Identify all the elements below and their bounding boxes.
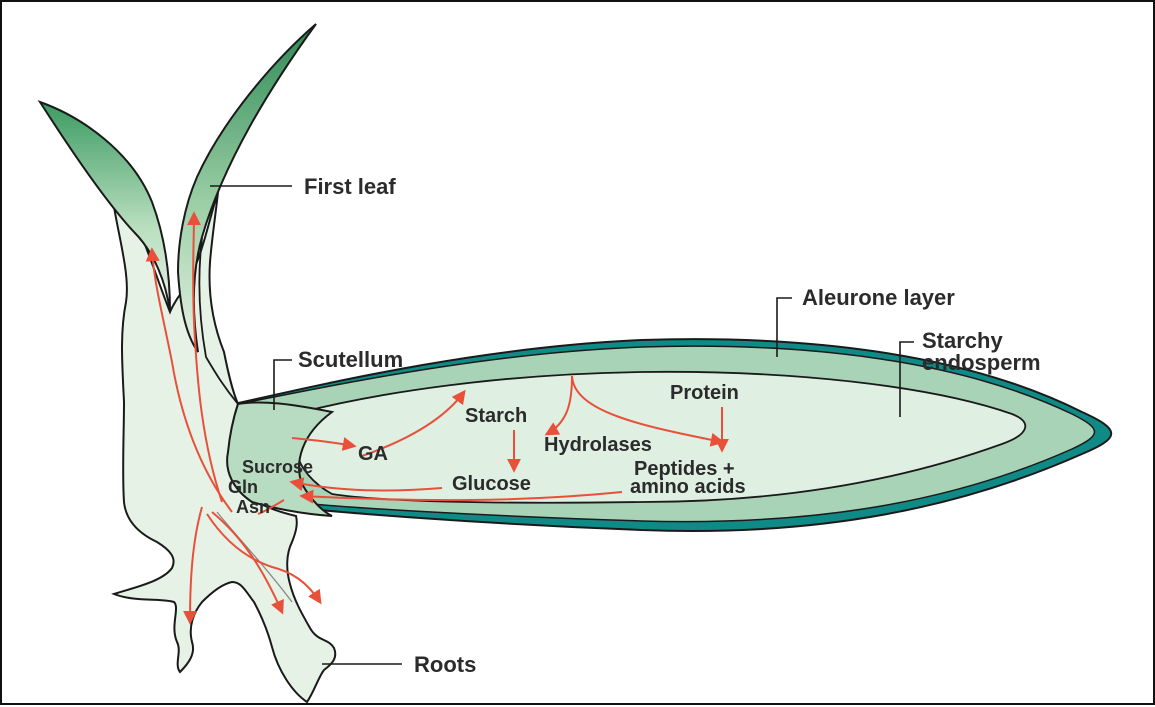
label-protein: Protein (670, 382, 739, 404)
label-ga: GA (358, 443, 388, 465)
label-endosperm: endosperm (922, 350, 1041, 375)
label-roots: Roots (414, 652, 476, 677)
label-first-leaf: First leaf (304, 174, 396, 199)
label-gln: Gln (228, 477, 258, 497)
label-glucose: Glucose (452, 473, 531, 495)
label-amino-acids: amino acids (630, 476, 746, 498)
label-starch: Starch (465, 405, 527, 427)
label-hydrolases: Hydrolases (544, 434, 652, 456)
label-asn: Asn (236, 497, 270, 517)
label-aleurone-layer: Aleurone layer (802, 285, 955, 310)
label-sucrose: Sucrose (242, 457, 313, 477)
label-scutellum: Scutellum (298, 347, 403, 372)
